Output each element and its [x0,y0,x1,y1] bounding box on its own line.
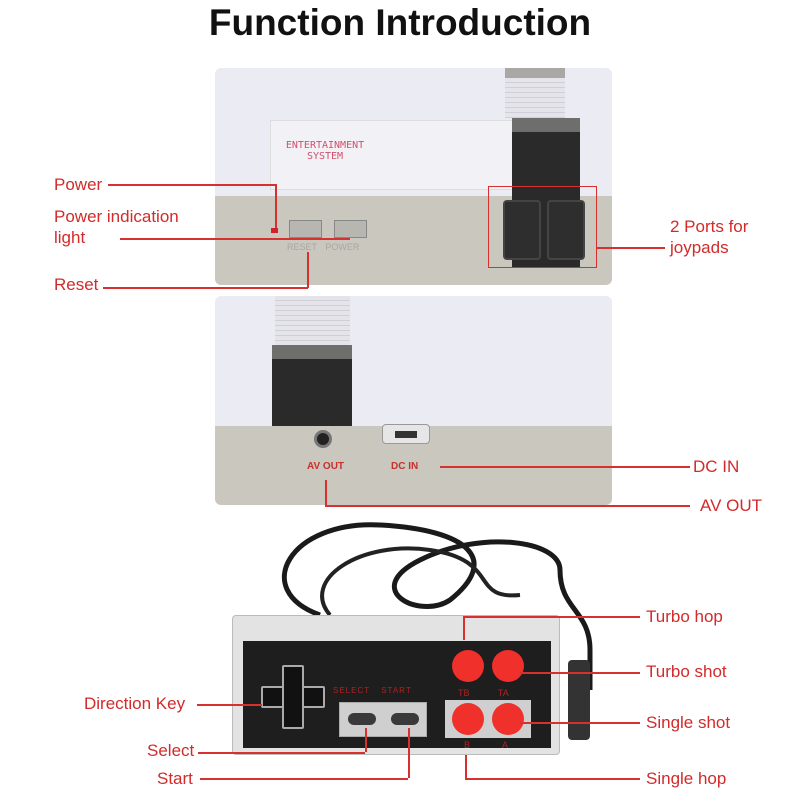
b-button[interactable] [452,703,484,735]
select-label: SELECT [333,686,370,695]
av-out-label: AV OUT [307,461,345,472]
a-label: A [502,740,509,750]
callout-single-hop: Single hop [646,769,727,788]
a-button[interactable] [492,703,524,735]
b-label: B [464,740,471,750]
page-title: Function Introduction [208,2,592,43]
brand-text: ENTERTAINMENT SYSTEM [285,140,365,162]
tb-label: TB [458,688,470,698]
callout-av-out: AV OUT [700,496,763,515]
power-button[interactable] [334,220,367,238]
callout-power: Power [54,175,103,194]
start-button[interactable] [391,713,419,725]
ta-label: TA [497,688,509,698]
reset-label: RESET [287,242,317,252]
callout-direction-key: Direction Key [84,694,186,713]
callout-turbo-hop: Turbo hop [646,607,723,626]
power-led [271,228,278,233]
start-label: START [381,686,412,695]
reset-button[interactable] [289,220,322,238]
callout-turbo-shot: Turbo shot [646,662,727,681]
cable-plug [568,660,590,740]
av-out-port [314,430,332,448]
callout-start: Start [157,769,193,788]
joypad-port-2 [547,200,585,260]
dc-in-label: DC IN [391,461,419,472]
callout-single-shot: Single shot [646,713,731,732]
turbo-b-button[interactable] [452,650,484,682]
console-back: AV OUT DC IN [215,296,612,505]
console-front: ENTERTAINMENT SYSTEM RESET POWER [215,68,612,285]
callout-select: Select [147,741,195,760]
power-label: POWER [325,242,360,252]
joypad-port-1 [503,200,541,260]
controller: SELECT START TB TA B A [232,615,560,755]
callout-reset: Reset [54,275,99,294]
ports-highlight-box [488,186,597,268]
callout-ports: 2 Ports for joypads [670,217,749,257]
callout-power-light: Power indication light [54,207,179,247]
callout-dc-in: DC IN [693,457,740,476]
turbo-a-button[interactable] [492,650,524,682]
select-button[interactable] [348,713,376,725]
